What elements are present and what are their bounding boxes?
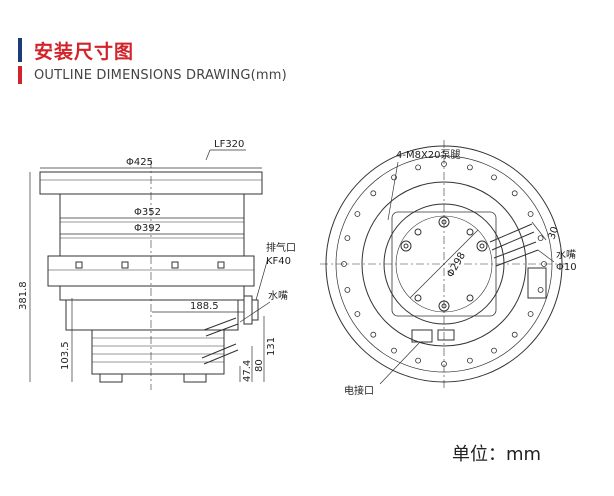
bolt-hole xyxy=(370,190,377,197)
bolt-hole xyxy=(527,311,534,317)
page-subtitle: OUTLINE DIMENSIONS DRAWING(mm) xyxy=(34,68,287,83)
bolt-hole xyxy=(466,357,473,364)
exhaust-port-spec: KF40 xyxy=(266,256,291,267)
exhaust-port-label: 排气口 xyxy=(266,241,296,254)
bolt-hole xyxy=(441,161,447,167)
bolt-hole xyxy=(441,361,447,367)
bolt-hole xyxy=(344,235,351,242)
dim-phi-425: Φ425 xyxy=(126,157,153,168)
unit-label: 单位：mm xyxy=(452,444,542,465)
side-view-outline xyxy=(39,160,263,390)
bolt-hole xyxy=(537,286,544,293)
dim-131: 131 xyxy=(266,337,277,356)
electrical-port-label: 电接口 xyxy=(344,384,374,397)
bolt-hole xyxy=(354,211,361,217)
side-view-dimensions xyxy=(29,149,271,382)
bolt-hole xyxy=(415,357,422,364)
bolt-hole xyxy=(354,311,361,317)
dim-phi-352: Φ352 xyxy=(134,207,161,218)
dim-phi-392: Φ392 xyxy=(134,223,161,234)
water-nozzle-label-side: 水嘴 xyxy=(268,290,288,302)
dim-103-5: 103.5 xyxy=(60,341,71,370)
pump-feet-label: 4-M8X20泵腿 xyxy=(396,149,461,161)
dim-188-5: 188.5 xyxy=(190,301,219,312)
bolt-hole xyxy=(370,331,377,338)
bolt-hole xyxy=(491,347,497,354)
bolt-hole xyxy=(541,261,547,267)
bolt-hole xyxy=(537,235,544,242)
bolt-hole xyxy=(344,286,351,293)
dim-47-4: 47.4 xyxy=(242,360,253,382)
dim-phi-10: Φ10 xyxy=(556,262,577,273)
bolt-hole xyxy=(466,164,473,171)
bolt-hole xyxy=(511,331,518,338)
dim-30: 30 xyxy=(546,225,561,241)
bolt-hole xyxy=(415,164,422,171)
top-view-dimensions xyxy=(379,161,555,385)
dim-381-8: 381.8 xyxy=(18,281,29,310)
page-title: 安装尺寸图 xyxy=(34,41,135,63)
bolt-hole xyxy=(341,261,347,267)
outer-bolt-ring xyxy=(341,161,547,367)
bolt-hole xyxy=(511,190,518,197)
bolt-hole xyxy=(391,347,397,354)
flange-label: LF320 xyxy=(214,139,244,150)
header-accent-bar xyxy=(18,38,22,62)
water-nozzle-label-top: 水嘴 xyxy=(556,249,576,261)
dim-phi-298: Φ298 xyxy=(445,251,468,280)
header-accent-bar-red xyxy=(18,66,22,84)
bolt-hole xyxy=(527,211,534,217)
bolt-hole xyxy=(491,174,497,181)
bolt-hole xyxy=(391,174,397,181)
dim-80: 80 xyxy=(254,359,265,372)
